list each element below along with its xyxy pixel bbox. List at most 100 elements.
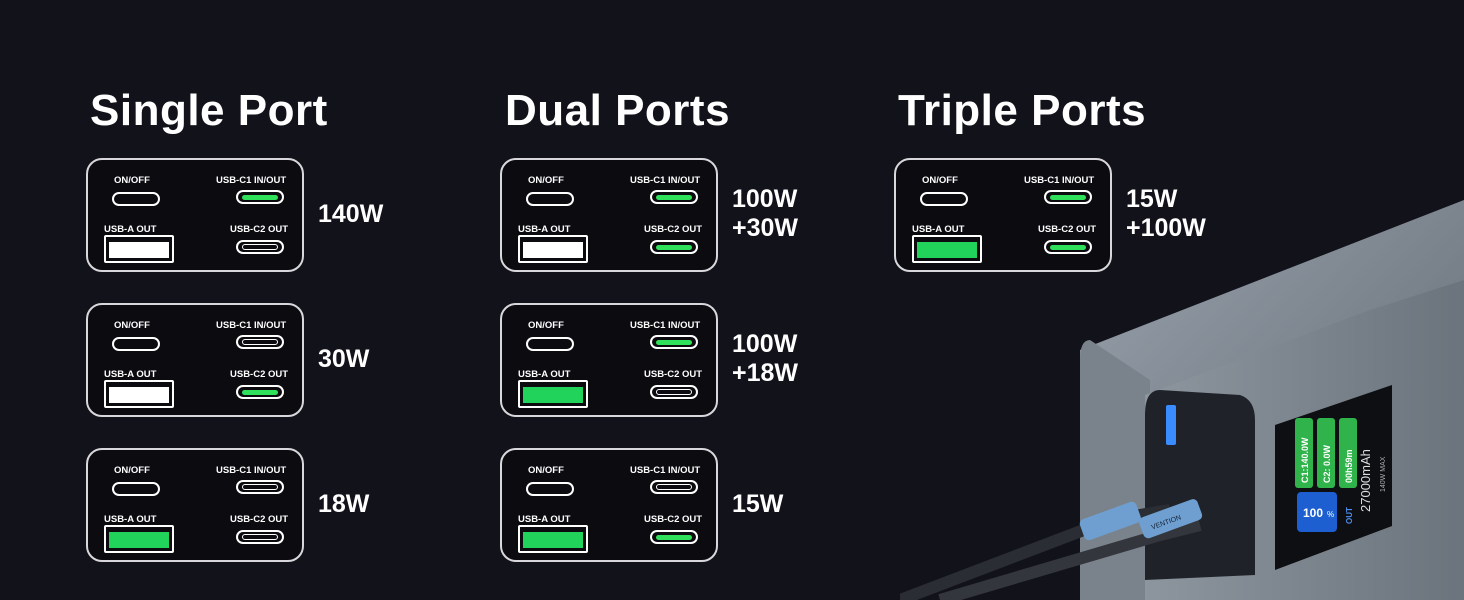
label-usb-a: USB-A OUT xyxy=(104,224,157,235)
usb-c2-port xyxy=(1044,240,1092,254)
on-off-button xyxy=(526,192,574,206)
label-usb-a: USB-A OUT xyxy=(104,514,157,525)
port-diagram-panel: ON/OFF USB-C1 IN/OUT USB-A OUT USB-C2 OUT xyxy=(500,303,718,417)
label-on-off: ON/OFF xyxy=(528,465,564,476)
usb-c1-port xyxy=(236,335,284,349)
power-output-label: 15W+100W xyxy=(1126,185,1206,243)
usb-a-port-fill xyxy=(917,242,977,258)
label-usb-c2: USB-C2 OUT xyxy=(644,369,703,380)
usb-c1-port-indicator xyxy=(1050,194,1086,200)
label-on-off: ON/OFF xyxy=(114,465,150,476)
label-usb-a: USB-A OUT xyxy=(104,369,157,380)
usb-a-port xyxy=(518,235,588,263)
on-off-button xyxy=(112,192,160,206)
power-value: 100W xyxy=(732,185,798,213)
screen-time-reading: 00h59m xyxy=(1344,449,1354,483)
on-off-button xyxy=(112,337,160,351)
max-power-label: 140W MAX xyxy=(1380,456,1387,492)
usb-c1-port xyxy=(650,480,698,494)
power-value: 18W xyxy=(318,490,370,518)
cable-2 xyxy=(938,519,1202,600)
label-usb-a: USB-A OUT xyxy=(518,369,571,380)
battery-panel xyxy=(1297,492,1337,532)
usb-a-port-fill xyxy=(523,387,583,403)
label-usb-c2: USB-C2 OUT xyxy=(230,224,289,235)
label-on-off: ON/OFF xyxy=(528,175,564,186)
mode-indicator: OUT xyxy=(1345,507,1354,524)
usb-a-port xyxy=(104,380,174,408)
usb-a-port xyxy=(104,235,174,263)
column-title: Triple Ports xyxy=(898,86,1147,135)
on-off-button xyxy=(526,482,574,496)
usb-c2-port xyxy=(650,385,698,399)
port-diagram-panel: ON/OFF USB-C1 IN/OUT USB-A OUT USB-C2 OUT xyxy=(500,448,718,562)
label-usb-c1: USB-C1 IN/OUT xyxy=(216,175,287,186)
power-output-label: 100W+30W xyxy=(732,185,798,243)
power-value: +30W xyxy=(732,214,799,242)
usb-c1-port xyxy=(650,190,698,204)
power-output-label: 30W xyxy=(318,345,369,374)
label-on-off: ON/OFF xyxy=(114,320,150,331)
usb-a-port xyxy=(912,235,982,263)
usb-c2-port-indicator xyxy=(242,534,278,540)
label-usb-c1: USB-C1 IN/OUT xyxy=(630,465,701,476)
usb-c2-port xyxy=(236,385,284,399)
usb-c1-port-indicator xyxy=(242,194,278,200)
capacity-label: 27000mAh xyxy=(1358,449,1373,512)
power-value: +18W xyxy=(732,359,799,387)
power-value: 15W xyxy=(732,490,784,518)
power-output-label: 15W xyxy=(732,490,783,519)
power-output-label: 100W+18W xyxy=(732,330,798,388)
label-usb-c1: USB-C1 IN/OUT xyxy=(1024,175,1095,186)
usb-a-port-fill xyxy=(523,532,583,548)
usb-c2-port-indicator xyxy=(1050,244,1086,250)
label-usb-c2: USB-C2 OUT xyxy=(1038,224,1097,235)
column-title: Single Port xyxy=(90,86,328,135)
usb-c2-port xyxy=(650,240,698,254)
screen-c1-reading: C1:140.0W xyxy=(1300,437,1310,483)
usb-a-port-fill xyxy=(523,242,583,258)
usb-a-port xyxy=(1166,405,1176,445)
usb-a-port xyxy=(104,525,174,553)
label-usb-c1: USB-C1 IN/OUT xyxy=(630,320,701,331)
usb-a-port-fill xyxy=(109,532,169,548)
usb-c2-port-indicator xyxy=(242,244,278,250)
usb-c1-port-indicator xyxy=(656,339,692,345)
usb-c1-port xyxy=(1044,190,1092,204)
power-value: 100W xyxy=(732,330,798,358)
power-output-label: 18W xyxy=(318,490,369,519)
usb-c1-port-indicator xyxy=(242,484,278,490)
usb-c2-port-indicator xyxy=(656,389,692,395)
port-diagram-panel: ON/OFF USB-C1 IN/OUT USB-A OUT USB-C2 OUT xyxy=(86,158,304,272)
on-off-button xyxy=(112,482,160,496)
usb-c1-port xyxy=(236,190,284,204)
label-usb-a: USB-A OUT xyxy=(518,224,571,235)
label-usb-c2: USB-C2 OUT xyxy=(644,514,703,525)
battery-unit: % xyxy=(1327,510,1334,519)
cable-connector xyxy=(1139,499,1203,539)
label-on-off: ON/OFF xyxy=(528,320,564,331)
power-output-label: 140W xyxy=(318,200,383,229)
label-usb-c1: USB-C1 IN/OUT xyxy=(630,175,701,186)
port-face xyxy=(1145,390,1255,580)
usb-c1-port-indicator xyxy=(656,194,692,200)
power-value: 30W xyxy=(318,345,370,373)
screen-c2-reading: C2: 0.0W xyxy=(1322,444,1332,483)
usb-c1-port-indicator xyxy=(656,484,692,490)
power-value: +100W xyxy=(1126,214,1206,242)
usb-c1-port xyxy=(236,480,284,494)
usb-c2-port-indicator xyxy=(656,534,692,540)
usb-c2-port xyxy=(650,530,698,544)
on-off-button xyxy=(920,192,968,206)
label-usb-c1: USB-C1 IN/OUT xyxy=(216,320,287,331)
usb-c1-port-indicator xyxy=(242,339,278,345)
label-on-off: ON/OFF xyxy=(114,175,150,186)
usb-a-port-fill xyxy=(109,242,169,258)
usb-a-port-fill xyxy=(109,387,169,403)
label-usb-a: USB-A OUT xyxy=(518,514,571,525)
power-value: 140W xyxy=(318,200,384,228)
usb-a-port xyxy=(518,525,588,553)
